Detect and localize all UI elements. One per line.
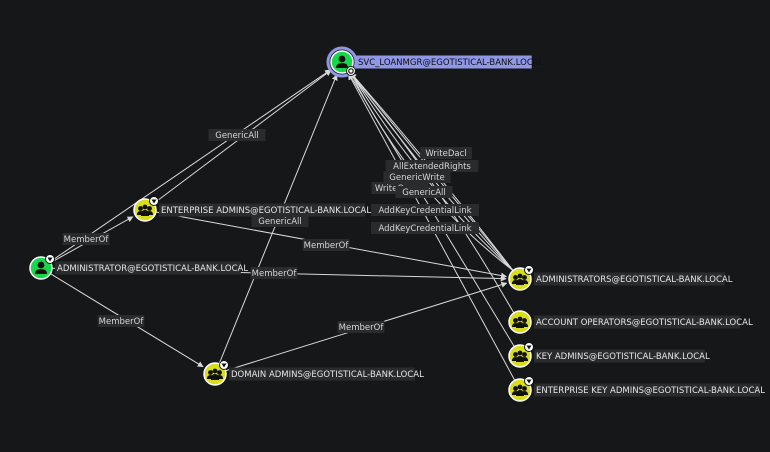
edge-label-text: AllExtendedRights: [393, 162, 471, 172]
node-ea[interactable]: ENTERPRISE ADMINS@EGOTISTICAL-BANK.LOCAL: [133, 196, 371, 222]
node-eka[interactable]: ENTERPRISE KEY ADMINS@EGOTISTICAL-BANK.L…: [508, 376, 765, 402]
edge-label[interactable]: MemberOf: [302, 239, 350, 251]
edge-label-text: MemberOf: [339, 323, 385, 333]
edge-label-text: MemberOf: [252, 269, 298, 279]
node-label: ENTERPRISE ADMINS@EGOTISTICAL-BANK.LOCAL: [161, 206, 371, 216]
edge-label-text: AddKeyCredentialLink: [378, 206, 471, 216]
node-label: ENTERPRISE KEY ADMINS@EGOTISTICAL-BANK.L…: [536, 386, 765, 396]
edge-label[interactable]: MemberOf: [250, 267, 298, 279]
edge-label-text: MemberOf: [64, 235, 110, 245]
node-label: DOMAIN ADMINS@EGOTISTICAL-BANK.LOCAL: [231, 370, 424, 380]
nodes-layer: SVC_LOANMGR@EGOTISTICAL-BANK.LOCAL ENTERP…: [29, 46, 765, 402]
high-value-badge-icon: [524, 376, 534, 386]
edge-label-text: WriteDacl: [425, 149, 466, 159]
high-value-badge-icon: [524, 342, 534, 352]
user-icon: [336, 55, 348, 68]
edge-label-text: AddKeyCredentialLink: [378, 224, 471, 234]
node-admins[interactable]: ADMINISTRATORS@EGOTISTICAL-BANK.LOCAL: [508, 265, 733, 291]
group-icon: [512, 316, 528, 328]
node-label: ADMINISTRATOR@EGOTISTICAL-BANK.LOCAL: [57, 264, 248, 274]
node-label: ACCOUNT OPERATORS@EGOTISTICAL-BANK.LOCAL: [536, 318, 753, 328]
edge-label-text: MemberOf: [99, 317, 145, 327]
edge-label[interactable]: GenericAll: [251, 215, 309, 227]
edge-label-text: GenericWrite: [389, 173, 444, 183]
high-value-badge-icon: [219, 360, 229, 370]
group-icon: [512, 273, 528, 285]
edge-label-text: GenericAll: [215, 131, 259, 141]
edge-label[interactable]: GenericWrite: [383, 171, 451, 183]
node-svc[interactable]: SVC_LOANMGR@EGOTISTICAL-BANK.LOCAL: [326, 46, 544, 78]
edge-label[interactable]: WriteDacl: [420, 147, 472, 159]
group-icon: [137, 204, 153, 216]
edge-label[interactable]: AllExtendedRights: [385, 160, 479, 172]
node-ao[interactable]: ACCOUNT OPERATORS@EGOTISTICAL-BANK.LOCAL: [508, 310, 753, 334]
edge-labels-layer: GenericAllGenericAllWriteDaclAllExtended…: [62, 129, 479, 333]
edge-label[interactable]: GenericAll: [395, 186, 453, 198]
edge-label-text: GenericAll: [402, 188, 446, 198]
edge-label[interactable]: GenericAll: [208, 129, 266, 141]
edge-label[interactable]: MemberOf: [62, 233, 110, 245]
node-label: SVC_LOANMGR@EGOTISTICAL-BANK.LOCAL: [358, 58, 544, 68]
edge-label-text: GenericAll: [258, 217, 302, 227]
node-ka[interactable]: KEY ADMINS@EGOTISTICAL-BANK.LOCAL: [508, 342, 710, 368]
high-value-badge-icon: [45, 254, 55, 264]
group-icon: [512, 350, 528, 362]
edge-label[interactable]: MemberOf: [337, 321, 385, 333]
group-icon: [207, 368, 223, 380]
user-icon: [35, 261, 47, 274]
node-admin[interactable]: ADMINISTRATOR@EGOTISTICAL-BANK.LOCAL: [29, 254, 248, 280]
edge-label[interactable]: MemberOf: [97, 315, 145, 327]
group-icon: [512, 384, 528, 396]
edge-label-text: MemberOf: [304, 241, 350, 251]
node-label: KEY ADMINS@EGOTISTICAL-BANK.LOCAL: [536, 352, 710, 362]
edge-label[interactable]: AddKeyCredentialLink: [371, 204, 479, 216]
node-label: ADMINISTRATORS@EGOTISTICAL-BANK.LOCAL: [536, 275, 733, 285]
node-da[interactable]: DOMAIN ADMINS@EGOTISTICAL-BANK.LOCAL: [203, 360, 424, 386]
high-value-badge-icon: [524, 265, 534, 275]
owned-badge-icon: [346, 66, 356, 76]
high-value-badge-icon: [149, 196, 159, 206]
edge-label[interactable]: AddKeyCredentialLink: [371, 222, 479, 234]
